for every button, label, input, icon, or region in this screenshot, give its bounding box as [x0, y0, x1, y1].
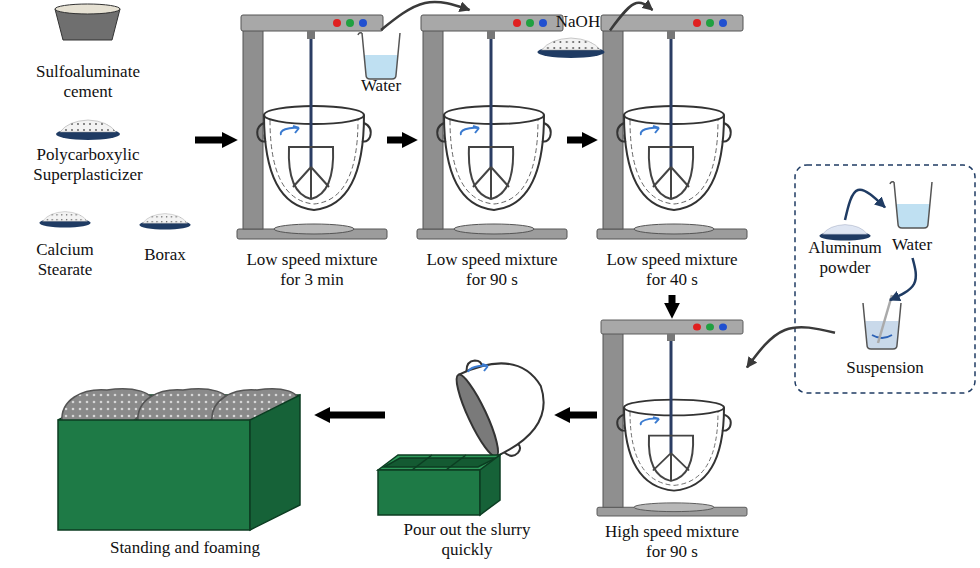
step-node: Low speed mixture for 40 s	[597, 10, 747, 295]
step-label: Borax	[130, 245, 200, 265]
rotation-mark	[468, 364, 488, 372]
flow-arrow	[610, 3, 653, 31]
green-mold	[378, 455, 500, 515]
mixer-machine	[237, 15, 387, 239]
flow-arrow	[567, 137, 585, 144]
step-label: Standing and foaming	[60, 538, 310, 558]
step-label: Low speed mixture for 3 min	[240, 250, 385, 289]
step-label: Low speed mixture for 90 s	[420, 250, 565, 289]
step-label: High speed mixture for 90 s	[600, 522, 745, 561]
naoh-dish	[537, 38, 604, 58]
step-label: Calcium Stearate	[29, 240, 101, 279]
step-label: Polycarboxylic Superplasticizer	[21, 145, 156, 184]
flow-arrow	[669, 295, 676, 306]
pouring-bowl	[447, 339, 562, 466]
step-node: Water	[885, 180, 940, 258]
step-node: Water	[355, 30, 407, 98]
step-label: NaOH	[548, 12, 608, 32]
flow-arrow	[747, 327, 835, 367]
flow-arrow	[381, 2, 470, 30]
powder-dish	[56, 120, 120, 140]
mixer-machine	[597, 320, 747, 516]
step-label: Suspension	[835, 358, 935, 378]
step-node: Pour out the slurry quickly	[385, 360, 555, 565]
step-label: Aluminum powder	[805, 238, 885, 277]
step-label: Water	[355, 76, 407, 96]
step-label: Pour out the slurry quickly	[392, 520, 542, 559]
water-beaker	[890, 182, 932, 228]
step-label: Low speed mixture for 40 s	[600, 250, 745, 289]
flow-arrow	[387, 137, 405, 144]
water-beaker	[358, 33, 400, 79]
step-node: Low speed mixture for 3 min	[237, 10, 387, 295]
powder-dish	[39, 212, 90, 228]
step-label: Sulfoaluminate cement	[28, 62, 148, 101]
flow-arrow	[845, 190, 885, 220]
flow-arrow	[890, 258, 916, 300]
foaming-mold	[58, 389, 300, 530]
mixer-machine	[597, 15, 747, 239]
flow-arrow	[327, 412, 385, 419]
powder-dish	[139, 214, 190, 230]
step-node: High speed mixture for 90 s	[597, 318, 747, 565]
flow-arrow	[195, 137, 225, 144]
step-label: Water	[885, 235, 940, 255]
step-node: NaOH	[532, 12, 610, 58]
dashed-panel	[795, 165, 975, 393]
step-node: Low speed mixture for 90 s	[417, 10, 567, 295]
step-node: Aluminum powder	[805, 220, 885, 280]
step-node: Standing and foaming	[55, 375, 315, 565]
cement-bowl	[55, 4, 120, 40]
step-node: Suspension	[835, 300, 935, 382]
suspension-beaker	[863, 295, 901, 349]
step-node: Sulfoaluminate cementPolycarboxylic Supe…	[15, 0, 195, 290]
flow-arrow	[567, 412, 597, 419]
